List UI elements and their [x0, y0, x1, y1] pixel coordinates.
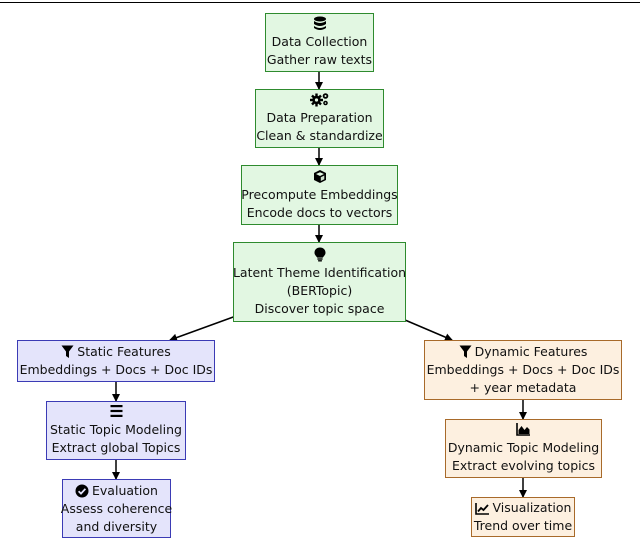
node-subtitle: Extract evolving topics	[452, 458, 595, 473]
area-chart-icon	[516, 422, 531, 438]
node-visualization: Visualization Trend over time	[471, 497, 575, 537]
node-subtitle: Clean & standardize	[256, 128, 383, 143]
check-circle-icon	[75, 484, 89, 497]
node-subtitle: Assess coherence	[60, 500, 173, 516]
node-subtitle: Gather raw texts	[266, 52, 373, 67]
node-precompute-embeddings: Precompute Embeddings Encode docs to vec…	[241, 165, 398, 225]
node-title: Data Collection	[271, 34, 368, 49]
database-icon	[313, 16, 327, 32]
node-subtitle: Embeddings + Docs + Doc IDs	[19, 362, 213, 377]
node-subtitle: Discover topic space	[254, 300, 385, 316]
lightbulb-icon	[314, 247, 326, 263]
node-data-preparation: Data Preparation Clean & standardize	[255, 89, 384, 148]
node-subtitle: Encode docs to vectors	[246, 204, 393, 220]
cube-icon	[313, 169, 327, 185]
top-rule	[0, 2, 640, 3]
node-method: (BERTopic)	[286, 282, 353, 298]
node-data-collection: Data Collection Gather raw texts	[265, 13, 374, 72]
node-title: Visualization	[492, 500, 572, 515]
node-subtitle-2: + year metadata	[469, 380, 577, 395]
list-icon	[110, 404, 123, 420]
filter-icon	[459, 345, 472, 358]
arrow-latent-to-dynamic	[404, 319, 453, 341]
filter-icon	[61, 345, 74, 358]
node-title: Evaluation	[92, 482, 158, 498]
node-latent-theme: Latent Theme Identification (BERTopic) D…	[233, 242, 406, 322]
node-title: Static Features	[77, 344, 171, 359]
node-dynamic-features: Dynamic Features Embeddings + Docs + Doc…	[424, 340, 622, 400]
node-subtitle-2: and diversity	[75, 518, 158, 534]
node-evaluation: Evaluation Assess coherence and diversit…	[60, 479, 173, 538]
node-subtitle: Extract global Topics	[51, 440, 181, 455]
node-title: Data Preparation	[266, 110, 373, 125]
node-dynamic-topic-modeling: Dynamic Topic Modeling Extract evolving …	[445, 419, 602, 478]
node-subtitle: Trend over time	[473, 518, 573, 533]
node-title: Latent Theme Identification	[232, 264, 407, 280]
node-static-features: Static Features Embeddings + Docs + Doc …	[17, 340, 215, 382]
arrow-latent-to-static	[169, 315, 237, 342]
node-static-topic-modeling: Static Topic Modeling Extract global Top…	[46, 401, 186, 460]
node-subtitle: Embeddings + Docs + Doc IDs	[426, 362, 620, 377]
node-title: Static Topic Modeling	[50, 422, 182, 437]
line-chart-icon	[474, 502, 489, 515]
node-title: Dynamic Topic Modeling	[447, 440, 600, 455]
node-title: Precompute Embeddings	[241, 186, 398, 202]
gears-icon	[309, 92, 330, 108]
node-title: Dynamic Features	[474, 344, 588, 359]
